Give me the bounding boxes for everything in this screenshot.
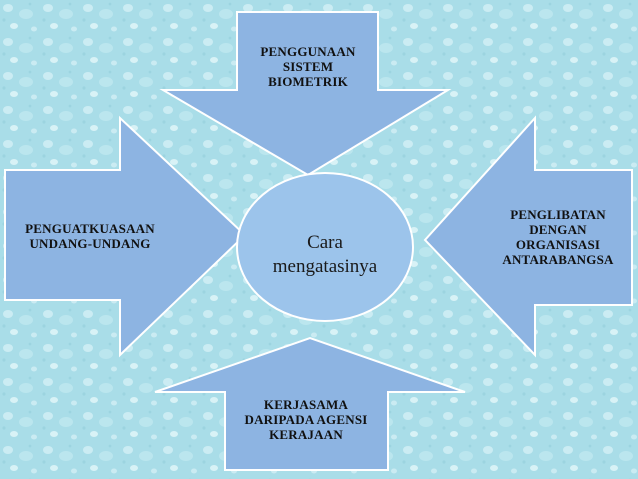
arrow-top bbox=[159, 11, 452, 177]
arrow-top-label: PENGGUNAAN SISTEM BIOMETRIK bbox=[260, 44, 356, 89]
arrow-right-label: PENGLIBATAN DENGAN ORGANISASI ANTARABANG… bbox=[502, 207, 614, 267]
arrow-right bbox=[423, 115, 633, 358]
center-label: Cara mengatasinya bbox=[272, 232, 378, 277]
arrow-bottom bbox=[154, 336, 466, 471]
arrow-bottom-label: KERJASAMA DARIPADA AGENSI KERAJAAN bbox=[244, 397, 368, 442]
arrow-left bbox=[4, 115, 247, 358]
arrow-left-label: PENGUATKUASAAN UNDANG-UNDANG bbox=[25, 221, 155, 251]
center-ellipse bbox=[236, 172, 414, 322]
